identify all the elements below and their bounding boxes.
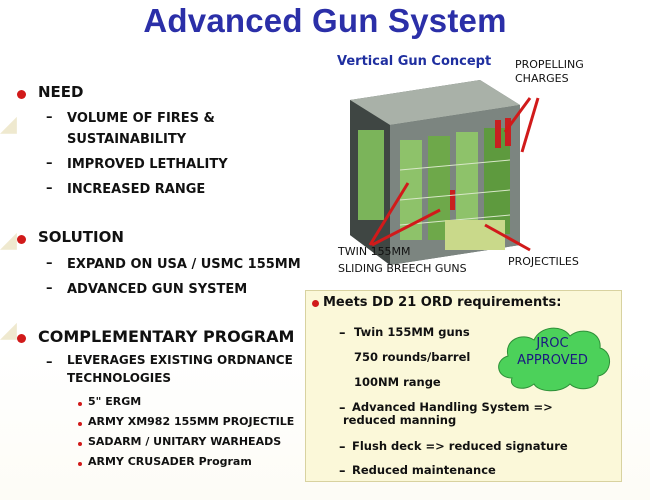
- magazine-bay: [400, 140, 422, 240]
- need-heading: NEED: [38, 83, 84, 101]
- solution-item: EXPAND ON USA / USMC 155MM: [67, 257, 301, 272]
- dash-icon: –: [46, 110, 53, 125]
- sub-bullet-icon: [78, 442, 82, 446]
- solution-item: ADVANCED GUN SYSTEM: [67, 282, 248, 297]
- propelling-label: PROPELLING: [515, 58, 584, 71]
- watermark-mark: ◢: [0, 228, 17, 253]
- dash-icon: –: [339, 440, 346, 455]
- dash-icon: –: [46, 181, 53, 196]
- bullet-icon: [17, 334, 26, 343]
- projectile-area: [445, 220, 505, 250]
- badge-line: APPROVED: [517, 353, 588, 368]
- complementary-subitem: ARMY XM982 155MM PROJECTILE: [88, 415, 295, 428]
- requirement-item: 750 rounds/barrel: [354, 350, 471, 364]
- dash-icon: –: [46, 355, 53, 370]
- need-item: VOLUME OF FIRES &: [67, 111, 215, 126]
- dash-icon: –: [339, 326, 346, 341]
- watermark-mark: ◢: [0, 112, 17, 137]
- need-item: IMPROVED LETHALITY: [67, 157, 228, 172]
- sub-bullet-icon: [78, 422, 82, 426]
- requirement-item: Twin 155MM guns: [354, 325, 470, 339]
- diagram-top-face: [350, 80, 520, 125]
- grid-line: [399, 189, 511, 201]
- charge-stack: [495, 120, 501, 148]
- requirement-item: Flush deck => reduced signature: [352, 439, 568, 453]
- bullet-icon: [312, 300, 319, 307]
- propelling-label: CHARGES: [515, 72, 569, 85]
- diagram-caption: Vertical Gun Concept: [337, 54, 492, 69]
- dash-icon: –: [46, 281, 53, 296]
- leader-arrow: [520, 97, 540, 153]
- complementary-subitem: ARMY CRUSADER Program: [88, 455, 252, 468]
- dash-icon: –: [46, 256, 53, 271]
- requirement-item: reduced manning: [343, 413, 457, 427]
- dash-icon: –: [339, 464, 346, 479]
- complementary-heading: COMPLEMENTARY PROGRAM: [38, 327, 295, 346]
- watermark-mark: ◢: [0, 318, 17, 343]
- badge-line: JROC: [536, 336, 569, 351]
- bullet-icon: [17, 235, 26, 244]
- requirement-item: 100NM range: [354, 375, 441, 389]
- complementary-lead: TECHNOLOGIES: [67, 371, 172, 385]
- charge-stack: [505, 118, 511, 146]
- approved-cloud-icon: [498, 327, 610, 392]
- requirement-item: Advanced Handling System =>: [352, 400, 553, 414]
- requirements-box: [305, 290, 622, 482]
- twin-guns-label: SLIDING BREECH GUNS: [338, 262, 467, 275]
- requirements-heading: Meets DD 21 ORD requirements:: [323, 295, 562, 310]
- jroc-approved-badge: JROC APPROVED: [490, 335, 615, 369]
- grid-line: [399, 159, 511, 171]
- leader-arrow: [503, 97, 532, 133]
- vertical-gun-diagram: [350, 80, 540, 265]
- complementary-lead: LEVERAGES EXISTING ORDNANCE: [67, 353, 293, 367]
- complementary-subitem: SADARM / UNITARY WARHEADS: [88, 435, 282, 448]
- requirement-item: Reduced maintenance: [352, 463, 496, 477]
- sub-bullet-icon: [78, 462, 82, 466]
- sub-bullet-icon: [78, 402, 82, 406]
- need-item: INCREASED RANGE: [67, 182, 206, 197]
- magazine-bay: [358, 130, 384, 220]
- twin-guns-label: TWIN 155MM: [338, 245, 411, 258]
- complementary-subitem: 5" ERGM: [88, 395, 142, 408]
- leader-arrow: [371, 208, 441, 247]
- need-item: SUSTAINABILITY: [67, 132, 187, 147]
- slide-title: Advanced Gun System: [143, 2, 507, 39]
- charge-stack: [450, 190, 455, 210]
- magazine-bay: [456, 132, 478, 236]
- solution-heading: SOLUTION: [38, 228, 124, 246]
- leader-arrow: [368, 182, 410, 246]
- dash-icon: –: [46, 156, 53, 171]
- projectiles-label: PROJECTILES: [508, 255, 579, 268]
- dash-icon: –: [339, 401, 346, 416]
- leader-arrow: [484, 223, 531, 252]
- bullet-icon: [17, 90, 26, 99]
